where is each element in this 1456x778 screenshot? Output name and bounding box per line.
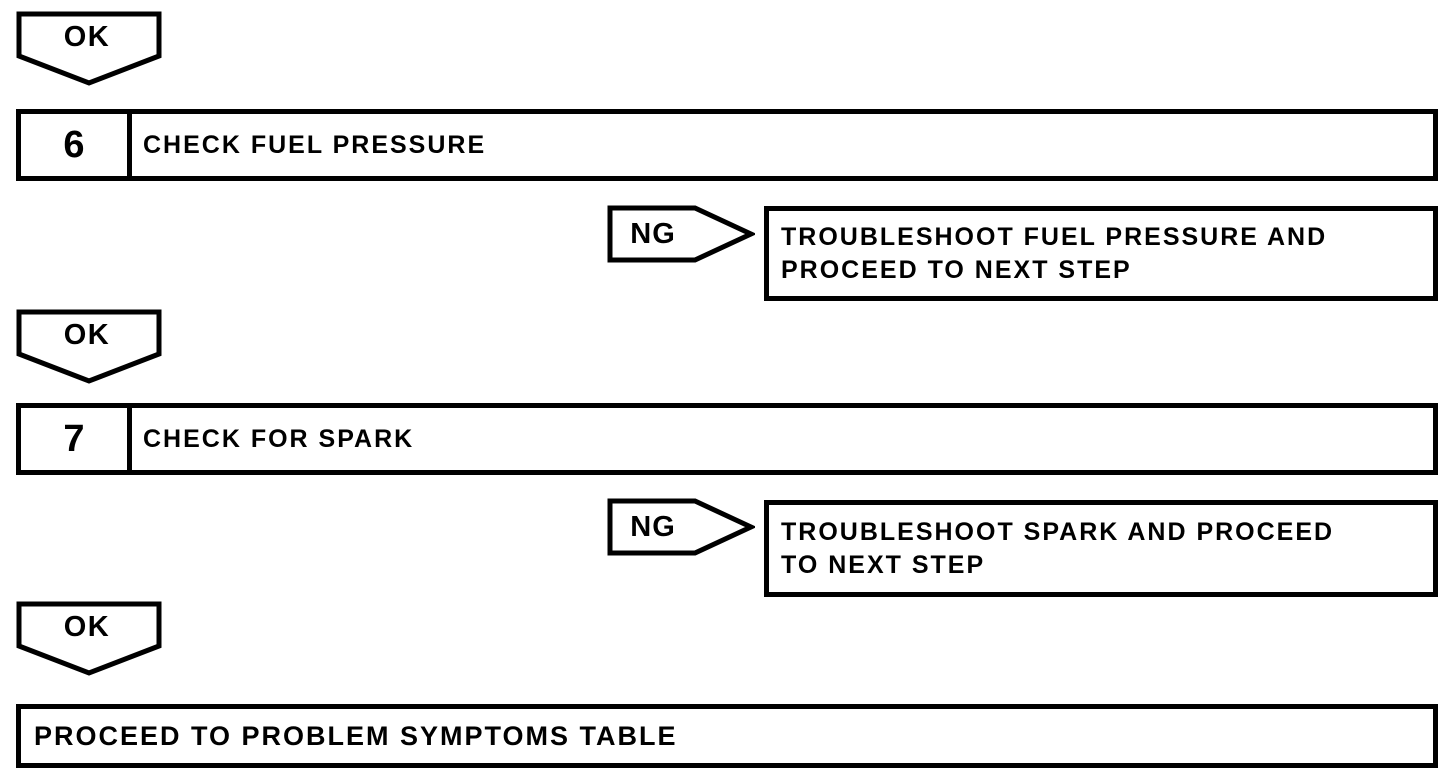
step-box-7: 7 CHECK FOR SPARK	[16, 403, 1438, 475]
step-title: CHECK FOR SPARK	[143, 424, 415, 453]
ok-label: OK	[63, 20, 111, 53]
ng-label: NG	[630, 510, 676, 543]
ng-result-line: TO NEXT STEP	[781, 550, 986, 579]
ng-label: NG	[630, 217, 676, 250]
final-box: PROCEED TO PROBLEM SYMPTOMS TABLE	[16, 704, 1438, 768]
ok-pennant-shape	[16, 11, 162, 86]
step-box-6: 6 CHECK FUEL PRESSURE	[16, 109, 1438, 181]
step-number: 6	[21, 114, 132, 176]
ok-pennant-icon	[16, 309, 162, 384]
step-number: 7	[21, 408, 132, 470]
ng-connector-1: NG	[607, 205, 755, 265]
ng-result-line: PROCEED TO NEXT STEP	[781, 255, 1132, 284]
ok-label: OK	[63, 318, 111, 351]
ok-label: OK	[63, 610, 111, 643]
ok-pennant-icon	[16, 11, 162, 86]
ok-pennant-shape	[16, 601, 162, 676]
ng-arrow-shape	[607, 205, 755, 263]
ok-connector-2: OK	[16, 309, 162, 385]
ng-arrow-icon	[607, 205, 755, 263]
ok-pennant-shape	[16, 309, 162, 384]
ok-connector-3: OK	[16, 601, 162, 677]
ng-result-box-1: TROUBLESHOOT FUEL PRESSURE AND PROCEED T…	[764, 206, 1438, 301]
ok-connector-1: OK	[16, 11, 162, 87]
step-title: CHECK FUEL PRESSURE	[143, 130, 487, 159]
final-label: PROCEED TO PROBLEM SYMPTOMS TABLE	[34, 720, 678, 751]
ng-result-line: TROUBLESHOOT SPARK AND PROCEED	[781, 517, 1335, 546]
ng-arrow-shape	[607, 498, 755, 556]
ng-result-box-2: TROUBLESHOOT SPARK AND PROCEED TO NEXT S…	[764, 500, 1438, 597]
ng-arrow-icon	[607, 498, 755, 556]
ng-connector-2: NG	[607, 498, 755, 558]
ng-result-line: TROUBLESHOOT FUEL PRESSURE AND	[781, 222, 1328, 251]
ok-pennant-icon	[16, 601, 162, 676]
